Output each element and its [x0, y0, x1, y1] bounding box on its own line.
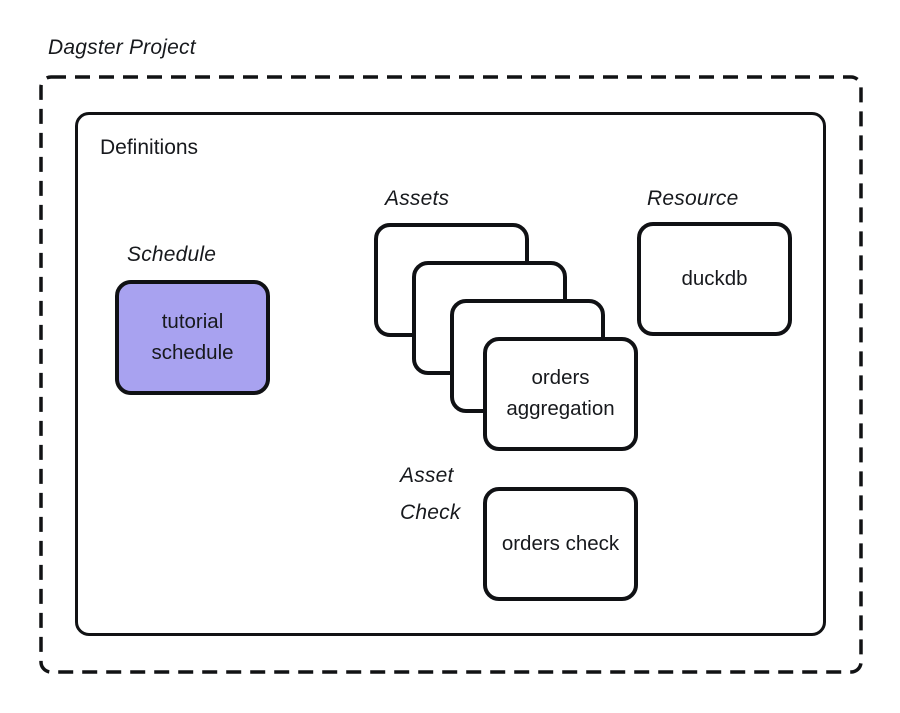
node-tutorial-schedule-text: tutorial schedule: [151, 309, 234, 364]
schedule-label: Schedule: [127, 243, 217, 266]
node-orders-check: orders check: [483, 487, 638, 601]
asset-check-label: Asset Check: [400, 464, 461, 524]
node-orders-check-text: orders check: [501, 531, 620, 555]
diagram-title: Dagster Project: [48, 36, 196, 59]
node-tutorial-schedule: tutorial schedule: [115, 280, 270, 395]
node-orders-aggregation-text: orders aggregation: [506, 366, 615, 420]
node-duckdb: duckdb: [637, 222, 792, 336]
assets-label: Assets: [385, 187, 450, 210]
definitions-label: Definitions: [100, 136, 199, 159]
node-duckdb-text: duckdb: [681, 266, 748, 290]
resource-label: Resource: [647, 187, 739, 210]
node-orders-aggregation: orders aggregation: [483, 337, 638, 451]
